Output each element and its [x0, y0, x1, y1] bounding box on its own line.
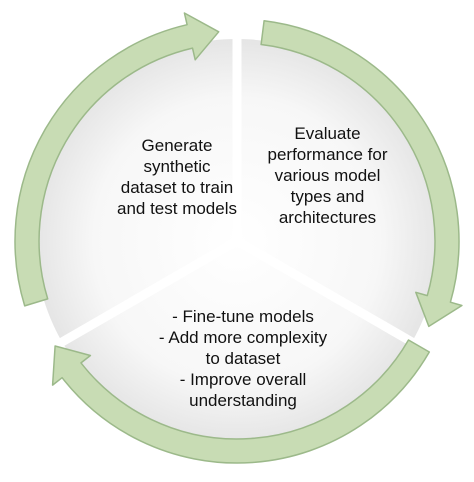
segment-improve	[62, 241, 412, 443]
segment-improve-line: - Improve overall	[179, 370, 307, 389]
segment-improve-text: - Fine-tune models - Add more complexity…	[118, 306, 368, 411]
segment-improve-line: understanding	[189, 391, 297, 410]
segment-improve-line: to dataset	[205, 349, 281, 368]
segment-generate-line: synthetic	[143, 157, 211, 176]
cycle-arrow-icon	[51, 339, 431, 464]
segment-evaluate-text: Evaluate performance for various model t…	[240, 123, 415, 228]
segment-divider	[234, 237, 416, 347]
segment-divider	[58, 237, 240, 347]
cycle-arrow-icon	[260, 19, 463, 328]
cycle-arrow-icon	[14, 12, 220, 307]
segment-generate-text: Generate synthetic dataset to train and …	[82, 135, 272, 219]
segment-improve-line: - Fine-tune models	[172, 307, 314, 326]
segment-generate-line: Generate	[141, 136, 213, 155]
arrows-layer	[14, 12, 463, 464]
segment-improve-line: - Add more complexity	[158, 328, 328, 347]
segment-evaluate-line: various model	[274, 166, 381, 185]
dividers-layer	[58, 37, 416, 347]
segment-evaluate-line: performance for	[267, 145, 388, 164]
segment-generate-line: and test models	[116, 199, 237, 218]
segment-generate-line: dataset to train	[120, 178, 234, 197]
segment-evaluate-line: Evaluate	[294, 124, 361, 143]
segments-layer	[35, 39, 439, 443]
segment-evaluate-line: types and	[290, 187, 365, 206]
segment-evaluate-line: architectures	[278, 208, 377, 227]
